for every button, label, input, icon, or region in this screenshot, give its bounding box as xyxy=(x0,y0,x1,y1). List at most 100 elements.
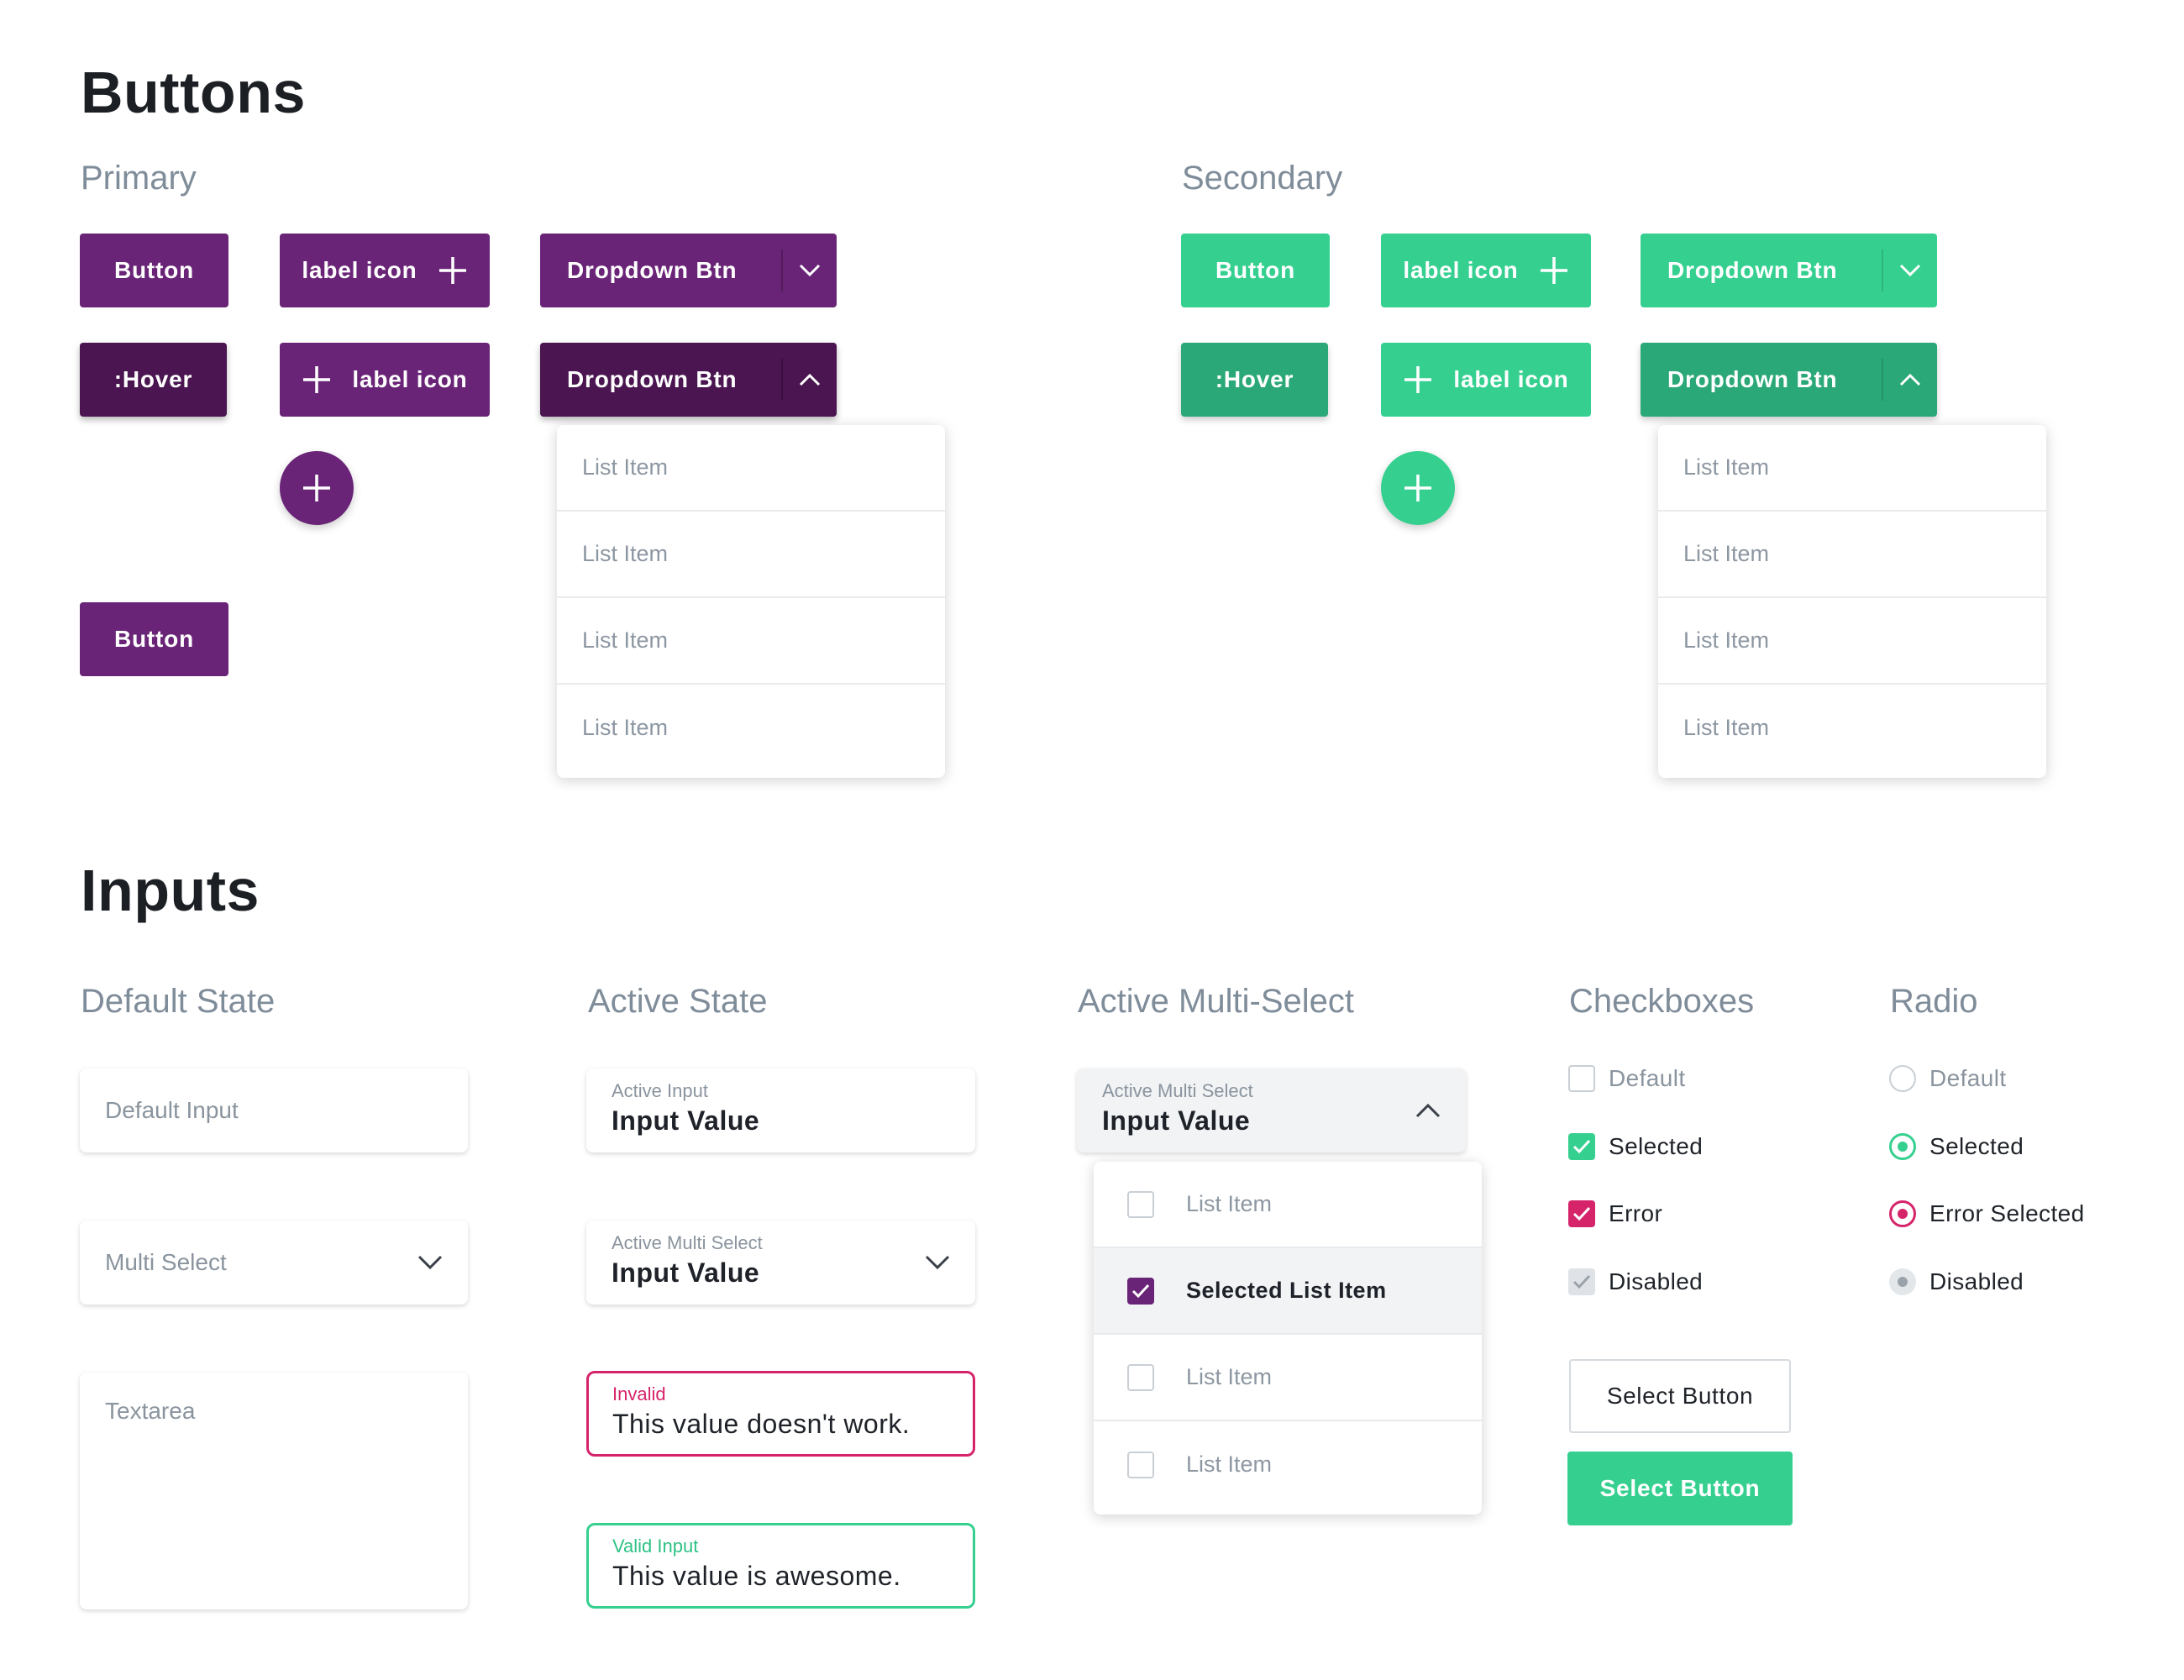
primary-icon-label-button[interactable]: label icon xyxy=(280,343,490,417)
multi-select-item-selected[interactable]: Selected List Item xyxy=(1094,1248,1482,1335)
secondary-icon-label-button[interactable]: label icon xyxy=(1381,343,1591,417)
menu-item[interactable]: List Item xyxy=(1683,715,1770,740)
primary-dropdown-open-button[interactable]: Dropdown Btn xyxy=(540,343,837,417)
chevron-up-icon xyxy=(1415,1103,1441,1118)
active-multi-select-open[interactable]: Active Multi Select Input Value xyxy=(1077,1068,1466,1152)
chevron-down-icon xyxy=(925,1255,950,1270)
chevron-down-icon xyxy=(1899,264,1921,277)
secondary-dropdown-menu: List Item List Item List Item List Item xyxy=(1658,425,2046,778)
chevron-up-icon xyxy=(799,373,821,386)
checkbox-empty-icon[interactable] xyxy=(1127,1363,1154,1391)
valid-input-value: This value is awesome. xyxy=(612,1561,901,1591)
menu-item[interactable]: List Item xyxy=(557,512,945,598)
menu-item[interactable]: List Item xyxy=(582,715,669,740)
primary-button[interactable]: Button xyxy=(80,234,228,307)
secondary-hover-label: :Hover xyxy=(1215,366,1294,392)
default-input-placeholder: Default Input xyxy=(105,1097,239,1123)
checkbox-selected[interactable]: Selected xyxy=(1568,1133,1703,1160)
primary-label-icon-button[interactable]: label icon xyxy=(280,234,490,307)
checkbox-error[interactable]: Error xyxy=(1568,1200,1662,1227)
multi-select-item[interactable]: List Item xyxy=(1094,1162,1482,1248)
multi-select-item-label: List Item xyxy=(1186,1191,1273,1216)
radio-disabled-label: Disabled xyxy=(1929,1268,2024,1294)
secondary-dropdown-open-button[interactable]: Dropdown Btn xyxy=(1641,343,1937,417)
secondary-hover-button[interactable]: :Hover xyxy=(1181,343,1328,417)
divider xyxy=(781,359,783,401)
menu-item[interactable]: List Item xyxy=(1658,598,2046,685)
active-input[interactable]: Active Input Input Value xyxy=(586,1068,975,1152)
divider xyxy=(781,249,783,291)
default-input[interactable]: Default Input xyxy=(80,1068,468,1152)
plus-icon xyxy=(438,257,466,284)
secondary-dropdown-button[interactable]: Dropdown Btn xyxy=(1641,234,1937,307)
checkbox-empty-icon[interactable] xyxy=(1568,1065,1595,1092)
textarea-field[interactable]: Textarea xyxy=(80,1373,468,1609)
secondary-fab-button[interactable] xyxy=(1381,451,1455,525)
primary-fab-button[interactable] xyxy=(280,451,354,525)
plus-icon xyxy=(1540,257,1567,284)
invalid-input[interactable]: Invalid This value doesn't work. xyxy=(586,1371,975,1457)
primary-label-icon-label: label icon xyxy=(302,257,417,283)
valid-input-label: Valid Input xyxy=(612,1536,699,1557)
checkbox-default[interactable]: Default xyxy=(1568,1065,1686,1092)
radio-error-selected[interactable]: Error Selected xyxy=(1889,1200,2085,1227)
multi-select-item-label: Selected List Item xyxy=(1186,1278,1387,1303)
select-button-outline[interactable]: Select Button xyxy=(1569,1359,1791,1433)
checkbox-default-label: Default xyxy=(1609,1065,1686,1091)
secondary-heading: Secondary xyxy=(1182,160,1343,197)
primary-dropdown-menu: List Item List Item List Item List Item xyxy=(557,425,945,778)
radio-default[interactable]: Default xyxy=(1889,1065,2007,1092)
active-multi-select-open-value: Input Value xyxy=(1102,1105,1251,1136)
active-input-label: Active Input xyxy=(612,1080,708,1101)
primary-dropdown-button[interactable]: Dropdown Btn xyxy=(540,234,837,307)
radio-error-icon[interactable] xyxy=(1889,1200,1916,1227)
checkbox-empty-icon[interactable] xyxy=(1127,1190,1154,1218)
multi-select-item-label: List Item xyxy=(1186,1364,1273,1389)
menu-item[interactable]: List Item xyxy=(1658,425,2046,512)
select-button-filled[interactable]: Select Button xyxy=(1567,1452,1793,1525)
primary-dropdown-label: Dropdown Btn xyxy=(567,257,738,283)
checkbox-empty-icon[interactable] xyxy=(1127,1451,1154,1478)
checkboxes-heading: Checkboxes xyxy=(1569,983,1755,1020)
divider xyxy=(1882,249,1883,291)
secondary-icon-label-label: label icon xyxy=(1453,366,1569,392)
menu-item[interactable]: List Item xyxy=(557,425,945,512)
primary-icon-label-label: label icon xyxy=(352,366,468,392)
checkbox-checked-icon[interactable] xyxy=(1568,1133,1595,1160)
primary-heading: Primary xyxy=(81,160,197,197)
buttons-heading: Buttons xyxy=(81,60,306,125)
radio-default-label: Default xyxy=(1929,1065,2007,1091)
multi-select-field[interactable]: Multi Select xyxy=(80,1221,468,1305)
multi-select-item[interactable]: List Item xyxy=(1094,1421,1482,1508)
secondary-button[interactable]: Button xyxy=(1181,234,1330,307)
radio-empty-icon[interactable] xyxy=(1889,1065,1916,1092)
multi-select-item[interactable]: List Item xyxy=(1094,1335,1482,1421)
inputs-heading: Inputs xyxy=(81,858,260,923)
chevron-up-icon xyxy=(1899,373,1921,386)
plus-icon xyxy=(303,475,330,501)
active-multi-select-field[interactable]: Active Multi Select Input Value xyxy=(586,1221,975,1305)
multi-select-item-label: List Item xyxy=(1186,1452,1273,1477)
active-multi-select-open-label: Active Multi Select xyxy=(1102,1080,1253,1101)
radio-disabled: Disabled xyxy=(1889,1268,2024,1295)
primary-button-2-label: Button xyxy=(114,626,194,652)
checkbox-disabled-label: Disabled xyxy=(1609,1268,1704,1294)
radio-selected[interactable]: Selected xyxy=(1889,1133,2024,1160)
checkbox-disabled: Disabled xyxy=(1568,1268,1703,1295)
primary-button-2[interactable]: Button xyxy=(80,602,228,676)
checkbox-checked-icon[interactable] xyxy=(1127,1277,1154,1305)
radio-disabled-icon xyxy=(1889,1268,1916,1295)
textarea-placeholder: Textarea xyxy=(105,1398,196,1424)
menu-item[interactable]: List Item xyxy=(1658,512,2046,598)
primary-hover-button[interactable]: :Hover xyxy=(80,343,227,417)
secondary-label-icon-label: label icon xyxy=(1403,257,1519,283)
valid-input[interactable]: Valid Input This value is awesome. xyxy=(586,1523,975,1609)
select-button-filled-label: Select Button xyxy=(1599,1475,1761,1501)
radio-selected-icon[interactable] xyxy=(1889,1133,1916,1160)
checkbox-error-icon[interactable] xyxy=(1568,1200,1595,1227)
menu-item[interactable]: List Item xyxy=(557,598,945,685)
active-multi-select-label: Active Multi Select xyxy=(612,1232,763,1253)
multi-select-placeholder: Multi Select xyxy=(105,1249,227,1275)
secondary-label-icon-button[interactable]: label icon xyxy=(1381,234,1591,307)
radio-heading: Radio xyxy=(1890,983,1978,1020)
